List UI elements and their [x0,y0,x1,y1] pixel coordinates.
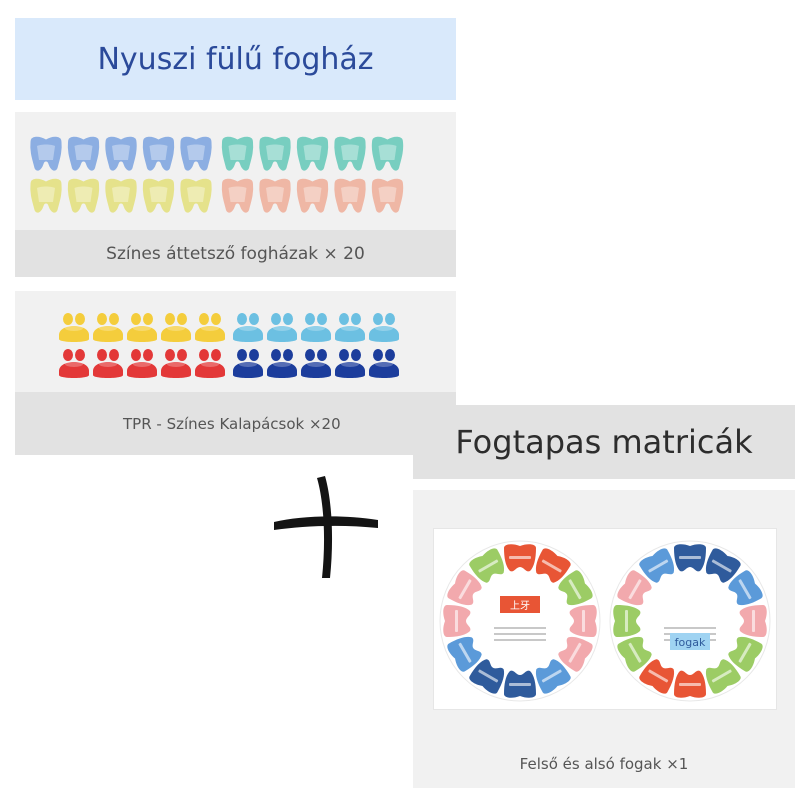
hats-panel: TPR - Színes Kalapácsok ×20 [15,291,456,455]
tooth-case-icon [30,178,62,213]
hat-icon [161,313,191,342]
tooth-case-icon [221,178,254,213]
tooth-cases-illustration [30,136,404,213]
tooth-sticker [569,605,597,637]
tooth-sticker [739,605,767,637]
hat-icon [335,313,365,342]
tooth-sticker [469,548,505,583]
hats-illustration [59,313,399,378]
hat-icon [93,349,123,378]
hat-icon [301,349,331,378]
tooth-cases-caption: Színes áttetsző fogházak × 20 [15,230,456,277]
hat-icon [127,313,157,342]
tooth-sticker [447,636,482,672]
hat-icon [59,349,89,378]
tooth-sticker [705,548,741,583]
tooth-case-icon [105,136,137,171]
tooth-case-icon [180,178,212,213]
tooth-sticker [674,544,706,572]
tooth-case-icon [296,136,329,171]
tooth-sticker [504,670,536,698]
tooth-sticker [617,636,652,672]
hat-icon [267,313,297,342]
page-title: Nyuszi fülű fogház [97,41,374,77]
tooth-sticker [469,659,505,694]
upper-label-tag [500,596,540,613]
tooth-sticker [674,670,706,698]
tooth-sticker [639,659,675,694]
hat-icon [335,349,365,378]
stickers-panel: 上牙 fogak Felső és alsó fogak ×1 [413,490,795,788]
hat-icon [195,313,225,342]
tooth-sticker [535,548,571,583]
tooth-sticker [558,636,593,672]
tooth-case-icon [142,178,175,213]
upper-teeth-wheel [439,540,601,702]
plus-icon [270,470,382,582]
stickers-title: Fogtapas matricák [455,423,753,461]
lower-teeth-label: fogak [675,636,706,649]
hat-icon [59,313,89,342]
tooth-sticker [617,570,652,606]
tooth-case-icon [259,178,291,213]
tooth-case-icon [334,178,366,213]
hat-icon [301,313,331,342]
hats-caption: TPR - Színes Kalapácsok ×20 [15,392,456,455]
tooth-sticker [447,570,482,606]
tooth-case-icon [221,136,254,171]
tooth-sticker [705,659,741,694]
hat-icon [195,349,225,378]
tooth-case-icon [30,136,62,171]
tooth-sticker [639,548,675,583]
tooth-case-icon [259,136,291,171]
hat-icon [127,349,157,378]
tooth-case-icon [180,136,212,171]
tooth-case-icon [371,178,404,213]
hat-icon [369,313,399,342]
sticker-sheet-illustration: 上牙 fogak [439,540,771,702]
tooth-case-icon [334,136,366,171]
lower-label-tag [670,633,710,650]
title-banner: Nyuszi fülű fogház [15,18,456,100]
tooth-sticker [728,570,763,606]
tooth-case-icon [296,178,329,213]
tooth-case-icon [105,178,137,213]
hat-icon [369,349,399,378]
hat-icon [233,349,263,378]
upper-teeth-label: 上牙 [510,600,530,612]
stickers-title-banner: Fogtapas matricák [413,405,795,479]
lower-teeth-wheel [609,540,771,702]
tooth-sticker [728,636,763,672]
hat-icon [267,349,297,378]
hat-icon [233,313,263,342]
tooth-sticker [535,659,571,694]
hat-icon [93,313,123,342]
sticker-sheet: 上牙 fogak [433,528,777,710]
tooth-case-icon [67,136,100,171]
tooth-case-icon [371,136,404,171]
tooth-sticker [558,570,593,606]
hat-icon [161,349,191,378]
stickers-caption: Felső és alsó fogak ×1 [519,755,689,773]
tooth-cases-panel: Színes áttetsző fogházak × 20 [15,112,456,277]
tooth-case-icon [67,178,100,213]
tooth-case-icon [142,136,175,171]
tooth-sticker [613,605,641,637]
tooth-sticker [504,544,536,572]
tooth-sticker [443,605,471,637]
